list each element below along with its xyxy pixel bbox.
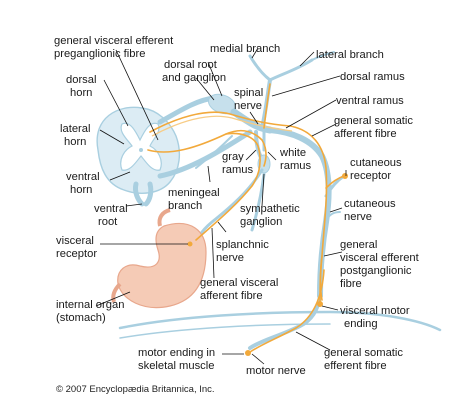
label-splanchnic-nerve-2: nerve <box>216 252 244 264</box>
label-visceral-motor-ending-2: ending <box>344 318 378 330</box>
label-cutaneous-nerve-1: cutaneous <box>344 198 396 210</box>
visceral-motor-ending-dot <box>317 301 323 307</box>
gray-matter <box>120 122 162 171</box>
label-ventral-root-2: root <box>98 216 118 228</box>
label-dorsal-ramus: dorsal ramus <box>340 71 405 83</box>
label-gve-postganglionic-3: postganglionic <box>340 265 412 277</box>
label-gsa-1: general somatic <box>334 115 413 127</box>
label-cutaneous-nerve-2: nerve <box>344 211 372 223</box>
label-motor-ending-2: skeletal muscle <box>138 360 214 372</box>
label-gray-ramus-2: ramus <box>222 164 253 176</box>
label-dorsal-root-2: and ganglion <box>162 72 226 84</box>
motor-ending-dot <box>245 350 251 356</box>
label-ventral-horn-2: horn <box>70 184 92 196</box>
label-visceral-receptor-2: receptor <box>56 248 97 260</box>
label-gve-postganglionic-2: visceral efferent <box>340 252 420 264</box>
label-gve-postganglionic-4: fibre <box>340 278 362 290</box>
label-white-ramus-2: ramus <box>280 160 311 172</box>
label-gve-preganglionic-2: preganglionic fibre <box>54 48 145 60</box>
label-visceral-receptor-1: visceral <box>56 235 94 247</box>
label-cutaneous-receptor-2: receptor <box>350 170 391 182</box>
label-lateral-horn-2: horn <box>64 136 86 148</box>
label-white-ramus-1: white <box>279 147 306 159</box>
fibres <box>147 83 348 356</box>
label-ventral-horn-1: ventral <box>66 171 100 183</box>
label-gray-ramus-1: gray <box>222 151 244 163</box>
label-meningeal-branch-2: branch <box>168 200 202 212</box>
label-lateral-horn-1: lateral <box>60 123 90 135</box>
leader-lines <box>95 47 347 365</box>
label-sympathetic-ganglion-1: sympathetic <box>240 203 300 215</box>
labels: general visceral efferent preganglionic … <box>54 35 420 395</box>
label-meningeal-branch-1: meningeal <box>168 187 220 199</box>
label-ventral-ramus: ventral ramus <box>336 95 404 107</box>
label-dorsal-horn-2: horn <box>70 87 92 99</box>
label-visceral-motor-ending-1: visceral motor <box>340 305 410 317</box>
label-spinal-nerve-2: nerve <box>234 100 262 112</box>
label-dorsal-horn-1: dorsal <box>66 74 96 86</box>
label-gve-preganglionic-1: general visceral efferent <box>54 35 174 47</box>
stomach <box>111 208 207 309</box>
label-gva-2: afferent fibre <box>200 290 263 302</box>
label-gsa-2: afferent fibre <box>334 128 397 140</box>
cutaneous-receptor-dot <box>342 173 348 179</box>
label-dorsal-root-1: dorsal root <box>164 59 218 71</box>
label-ventral-root-1: ventral <box>94 203 128 215</box>
label-splanchnic-nerve-1: splanchnic <box>216 239 269 251</box>
label-gse-1: general somatic <box>324 347 403 359</box>
copyright-notice: © 2007 Encyclopædia Britannica, Inc. <box>56 384 215 395</box>
label-motor-ending-1: motor ending in <box>138 347 215 359</box>
label-spinal-nerve-1: spinal <box>234 87 263 99</box>
label-internal-organ-1: internal organ <box>56 299 124 311</box>
label-gse-2: efferent fibre <box>324 360 387 372</box>
label-sympathetic-ganglion-2: ganglion <box>240 216 282 228</box>
label-lateral-branch: lateral branch <box>316 49 384 61</box>
spinal-cord <box>96 106 181 207</box>
label-internal-organ-2: (stomach) <box>56 312 106 324</box>
label-motor-nerve: motor nerve <box>246 365 306 377</box>
visceral-receptor-dot <box>187 241 193 247</box>
label-gva-1: general visceral <box>200 277 278 289</box>
label-gve-postganglionic-1: general <box>340 239 377 251</box>
label-cutaneous-receptor-1: cutaneous <box>350 157 402 169</box>
label-medial-branch: medial branch <box>210 43 280 55</box>
